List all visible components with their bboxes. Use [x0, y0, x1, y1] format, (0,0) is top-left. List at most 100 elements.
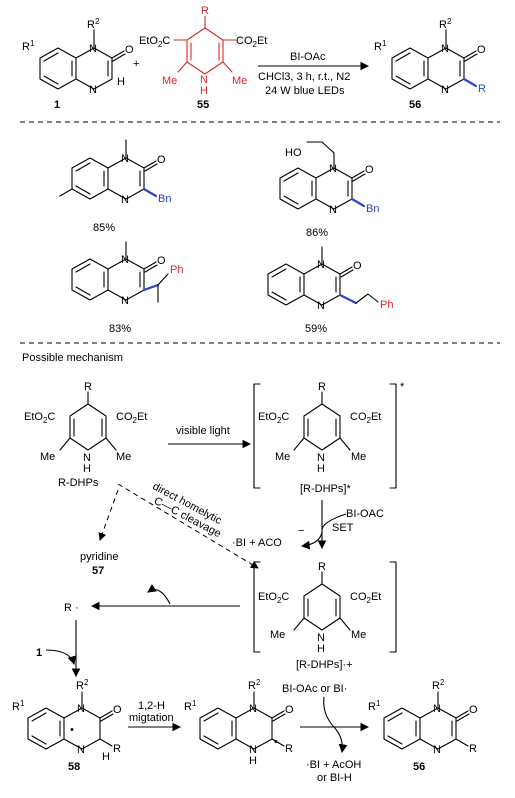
atom-H: H: [102, 751, 110, 763]
atom-R: R: [84, 381, 92, 393]
atom-R1: R1: [374, 39, 387, 53]
compound-label-55: 55: [197, 99, 209, 111]
atom-R: R: [469, 743, 477, 755]
atom-N: N: [441, 84, 449, 96]
ester-left: EtO2C: [258, 411, 289, 425]
atom-H: H: [317, 643, 325, 655]
atom-Me: Me: [270, 629, 285, 641]
yield-label: 86%: [306, 227, 328, 239]
svg-text:•: •: [70, 724, 74, 736]
oxidant-label: BI-OAc or BI·: [282, 683, 347, 695]
step-reagent-1: 1: [36, 647, 42, 659]
atom-O: O: [353, 260, 362, 272]
yield-label: 59%: [305, 323, 327, 335]
condition-reagent: BI-OAc: [290, 51, 326, 63]
intermediate-shifted: N N H O R • R2 R1: [184, 678, 294, 767]
atom-H: H: [83, 463, 91, 475]
substituent-label: Ph: [380, 299, 393, 311]
plus-sign: +: [133, 58, 139, 70]
reagent-55: R EtO2C CO2Et Me Me N H 55: [139, 5, 267, 111]
substituent-label: Bn: [366, 203, 379, 215]
atom-N: N: [317, 452, 325, 464]
ester-right: CO2Et: [350, 411, 381, 425]
ester-left: EtO2C: [139, 35, 170, 49]
atom-O: O: [125, 44, 134, 56]
atom-N: N: [83, 452, 91, 464]
pyridine-label: pyridine: [80, 551, 119, 563]
atom-N: N: [200, 74, 208, 86]
atom-N: N: [121, 254, 129, 266]
ester-left: EtO2C: [24, 411, 55, 425]
set-reagent: BI-OAC: [346, 508, 384, 520]
rdhp-label: R-DHPs: [58, 477, 99, 489]
atom-O: O: [157, 154, 166, 166]
atom-R1: R1: [184, 699, 197, 713]
atom-Me: Me: [232, 75, 247, 87]
atom-N: N: [249, 703, 257, 715]
mechanism-title: Possible mechanism: [22, 352, 123, 364]
compound-label-56: 56: [413, 761, 425, 773]
atom-O: O: [365, 164, 374, 176]
bi-aco-label: ·BI + ACO: [232, 537, 282, 549]
ester-right: CO2Et: [350, 591, 381, 605]
atom-R: R: [113, 743, 121, 755]
atom-R2: R2: [439, 17, 452, 31]
atom-Me: Me: [351, 451, 366, 463]
example-product-1: N N O Bn 85%: [59, 139, 171, 234]
yield-label: 85%: [93, 222, 115, 234]
atom-N: N: [89, 84, 97, 96]
example-product-2: HO N N O Bn 86%: [279, 141, 379, 239]
homolytic-label: direct homelytic C—C cleavage: [150, 481, 224, 541]
atom-N: N: [317, 632, 325, 644]
final-product-56: N N O R R2 R1 56: [368, 678, 478, 773]
svg-text:*: *: [400, 381, 405, 393]
atom-R1: R1: [22, 39, 35, 53]
rdhp-structure: R EtO2C CO2Et Me Me N H R-DHPs: [24, 381, 147, 489]
atom-R: R: [201, 5, 209, 17]
h-shift-label: migtation: [129, 712, 174, 724]
atom-Me: Me: [162, 75, 177, 87]
atom-N: N: [317, 300, 325, 312]
svg-text:−: −: [298, 525, 304, 537]
atom-R2: R2: [87, 17, 100, 31]
atom-R: R: [318, 381, 326, 393]
substituent-label: Bn: [158, 193, 171, 205]
atom-O: O: [285, 704, 294, 716]
svg-text:•: •: [274, 736, 278, 748]
arrow-homolytic: [117, 483, 259, 569]
intermediate-58: N N O R H • R2 R1 58: [12, 678, 122, 773]
radical-cation-label: [R-DHPs]·+: [296, 659, 353, 671]
atom-N: N: [89, 43, 97, 55]
atom-Me: Me: [275, 451, 290, 463]
excited-rdhp: * R EtO2C CO2Et Me Me N H [R-DHPs]*: [253, 381, 405, 495]
substituent-label: Ph: [170, 264, 183, 276]
atom-H: H: [200, 85, 208, 97]
atom-R1: R1: [12, 699, 25, 713]
atom-R2: R2: [76, 678, 89, 692]
atom-Me: Me: [40, 451, 55, 463]
atom-O: O: [477, 44, 486, 56]
compound-label-56: 56: [409, 99, 421, 111]
visible-light-label: visible light: [176, 425, 230, 437]
excited-label: [R-DHPs]*: [300, 483, 351, 495]
byproduct-label: or BI-H: [317, 772, 352, 784]
example-product-4: N N O Ph 59%: [267, 246, 393, 335]
atom-R: R: [285, 743, 293, 755]
arrow-pyridine: [98, 489, 119, 541]
atom-R: R: [478, 83, 486, 95]
ester-right: CO2Et: [116, 411, 147, 425]
atom-Me: Me: [116, 451, 131, 463]
atom-N: N: [249, 744, 257, 756]
atom-O: O: [113, 704, 122, 716]
h-shift-label: 1,2-H: [138, 700, 165, 712]
condition-solvent: CHCl3, 3 h, r.t., N2: [258, 71, 350, 83]
atom-O: O: [157, 255, 166, 267]
atom-N: N: [77, 744, 85, 756]
atom-N: N: [121, 295, 129, 307]
ester-right: CO2Et: [236, 35, 267, 49]
atom-H: H: [317, 463, 325, 475]
starting-material-1: N N O H R2 R1 1: [22, 17, 134, 111]
atom-N: N: [121, 194, 129, 206]
atom-R2: R2: [248, 678, 261, 692]
